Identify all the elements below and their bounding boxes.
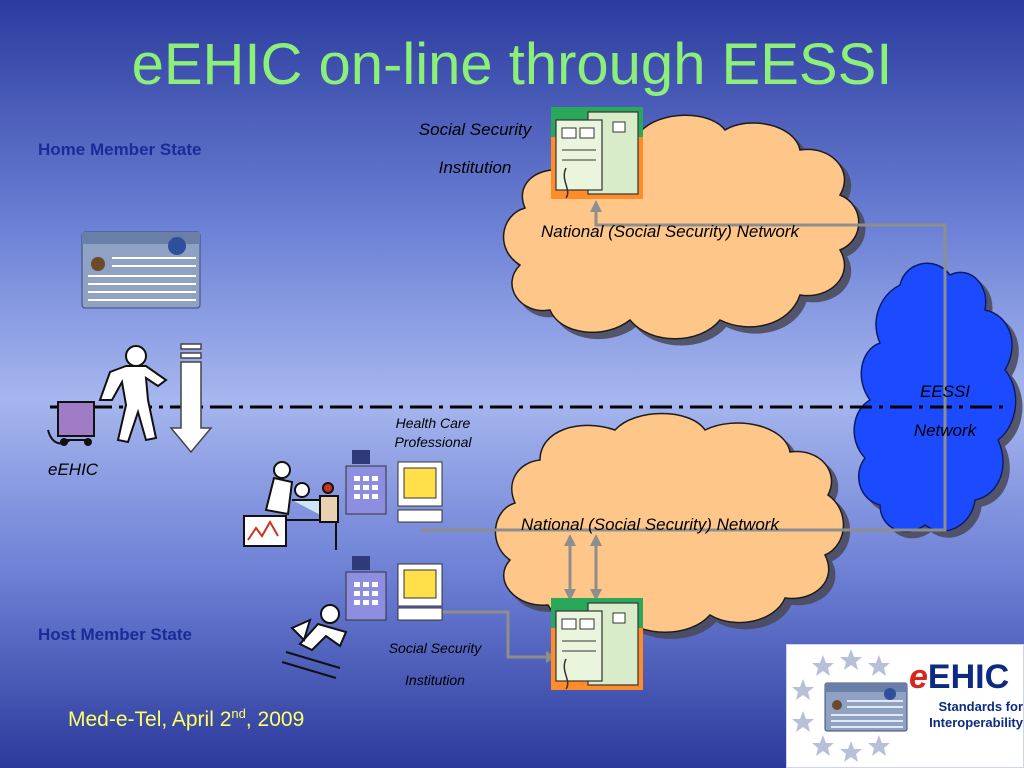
logo-card-icon: [824, 682, 908, 732]
bottom-network-label: National (Social Security) Network: [521, 515, 779, 534]
eu-stars-icon: [792, 649, 890, 762]
top-institution-label-line1: Social Security: [418, 120, 532, 139]
logo-tagline-1: Standards for: [938, 699, 1023, 714]
footer-suffix: , 2009: [245, 708, 305, 731]
bottom-institution-label-line1: Social Security: [388, 640, 482, 656]
connector-arrowhead-up: [590, 200, 602, 212]
network-connectors: [420, 210, 947, 659]
ehic-card-label: eEHIC: [48, 460, 99, 479]
ehic-card-icon: [81, 231, 201, 309]
top-institution-label-line2: Institution: [438, 158, 512, 177]
ssi-workstation-icon: [345, 556, 443, 621]
patient-bed-icon: [243, 461, 339, 550]
hcp-label-line2: Professional: [394, 434, 472, 450]
logo-wordmark: eEHIC: [909, 659, 1009, 695]
footer-prefix: Med-e-Tel, April 2: [68, 708, 232, 731]
logo-stars-and-card: [792, 649, 908, 762]
bottom-national-cloud: [494, 412, 845, 633]
eessi-label-line1: EESSI: [919, 382, 971, 401]
traveler-icon: [47, 345, 168, 446]
top-institution-server-icon: [551, 107, 643, 199]
eessi-cloud: [853, 262, 1017, 533]
logo-ehic: EHIC: [927, 658, 1010, 696]
top-network-label: National (Social Security) Network: [541, 222, 799, 241]
home-member-state-label: Home Member State: [38, 140, 202, 159]
migration-down-arrow-icon: [169, 343, 213, 454]
hcp-workstation-icon: [345, 450, 443, 523]
eehic-logo: eEHIC Standards for Interoperability: [786, 644, 1024, 768]
host-member-state-label: Host Member State: [38, 625, 192, 644]
clerk-desk-icon: [281, 604, 348, 679]
bottom-institution-server-icon: [551, 598, 643, 690]
double-arrow-left: [564, 534, 576, 601]
hcp-label-line1: Health Care: [395, 415, 471, 431]
footer-sup: nd: [231, 706, 246, 721]
slide-title: eEHIC on-line through EESSI: [131, 32, 893, 97]
logo-tagline-2: Interoperability: [929, 715, 1023, 730]
eessi-label-line2: Network: [913, 421, 977, 440]
footer-text: Med-e-Tel, April 2nd, 2009: [68, 706, 304, 732]
bottom-institution-label-line2: Institution: [405, 672, 465, 688]
logo-e: e: [909, 658, 928, 696]
double-arrow-right: [590, 534, 602, 601]
